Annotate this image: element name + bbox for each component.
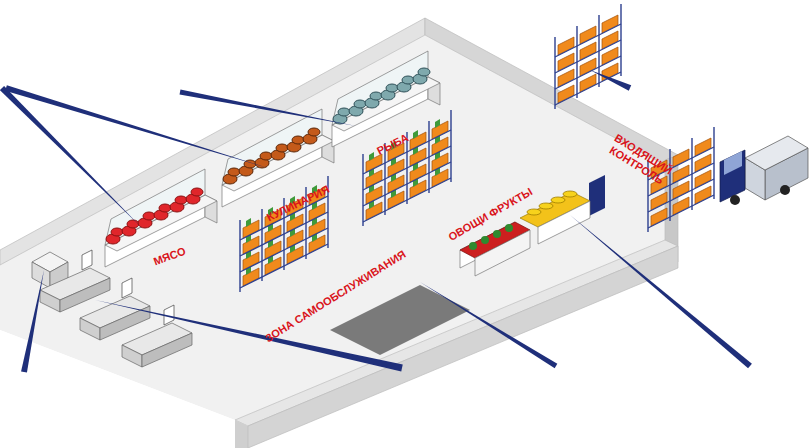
case-glass [332, 51, 428, 125]
truck-cab [720, 150, 745, 202]
food-item [338, 108, 350, 116]
food-item [143, 212, 155, 220]
banana [539, 203, 553, 209]
checkouts [32, 250, 192, 367]
goods-top [246, 218, 251, 227]
case-glass [105, 169, 205, 245]
monitor [82, 250, 92, 270]
leader-line [180, 90, 356, 126]
goods-box [673, 165, 689, 183]
food-item [386, 84, 398, 92]
case-glass [222, 109, 322, 185]
banana [563, 191, 577, 197]
leader-line [21, 270, 44, 373]
rack-shelf [555, 24, 621, 57]
leader-line [95, 300, 403, 371]
goods-box [558, 69, 574, 87]
goods-box [695, 170, 711, 188]
counter-side [80, 318, 100, 340]
banana [527, 209, 541, 215]
counter-side [40, 290, 60, 312]
bin-front [475, 230, 530, 276]
door [589, 175, 605, 216]
food-item [418, 68, 430, 76]
outside [0, 330, 235, 448]
goods-box [580, 42, 596, 60]
goods-box [695, 138, 711, 156]
front-wall-side [235, 420, 248, 448]
truck [720, 136, 808, 205]
food-item [228, 168, 240, 176]
goods-box [558, 53, 574, 71]
goods-box [651, 208, 667, 226]
vegetable [481, 236, 489, 244]
goods-top [369, 152, 374, 161]
goods-box [558, 37, 574, 55]
goods-box [580, 26, 596, 44]
meat-showcase [105, 169, 217, 267]
leader-line [590, 70, 631, 91]
goods-box [558, 85, 574, 103]
goods-box [673, 197, 689, 215]
food-item [354, 100, 366, 108]
vegetable [493, 230, 501, 238]
food-item [402, 76, 414, 84]
food-item [292, 136, 304, 144]
vegetable [469, 242, 477, 250]
counter-front [100, 306, 150, 340]
food-item [370, 92, 382, 100]
goods-top [413, 130, 418, 139]
goods-box [580, 58, 596, 76]
counter-side [122, 345, 142, 367]
food-item [175, 196, 187, 204]
food-item [276, 144, 288, 152]
goods-box [602, 47, 618, 65]
floor-mat [330, 285, 470, 355]
goods-box [673, 181, 689, 199]
floor [0, 35, 665, 420]
vegetable [505, 224, 513, 232]
goods-box [580, 74, 596, 92]
rack-shelf [363, 130, 451, 174]
counter-front [60, 278, 110, 312]
leader-line [5, 85, 268, 168]
side-wall [425, 18, 678, 165]
bin-front [538, 201, 590, 244]
front-wall-top [235, 240, 678, 426]
counter-front [142, 333, 192, 367]
goods-box [673, 149, 689, 167]
monitor [122, 278, 132, 298]
food-item [159, 204, 171, 212]
food-item [111, 228, 123, 236]
cab-window [724, 151, 742, 175]
banana [551, 197, 565, 203]
food-item [308, 128, 320, 136]
storage-rack [555, 4, 621, 109]
food-item [127, 220, 139, 228]
shelf-rack [363, 110, 451, 226]
fish-showcase [332, 51, 440, 147]
food-item [191, 188, 203, 196]
wheel [730, 195, 740, 205]
leader-line [570, 215, 752, 368]
wheel [780, 185, 790, 195]
goods-box [695, 154, 711, 172]
goods-box [602, 15, 618, 33]
produce-bins [460, 191, 590, 276]
building [0, 18, 678, 448]
goods-box [602, 31, 618, 49]
goods-box [695, 186, 711, 204]
goods-box [651, 192, 667, 210]
back-wall [0, 18, 425, 265]
leader-line [420, 282, 557, 368]
food-item [260, 152, 272, 160]
goods-top [435, 119, 440, 128]
leader-lines [0, 70, 752, 373]
cargo-top [745, 136, 808, 170]
